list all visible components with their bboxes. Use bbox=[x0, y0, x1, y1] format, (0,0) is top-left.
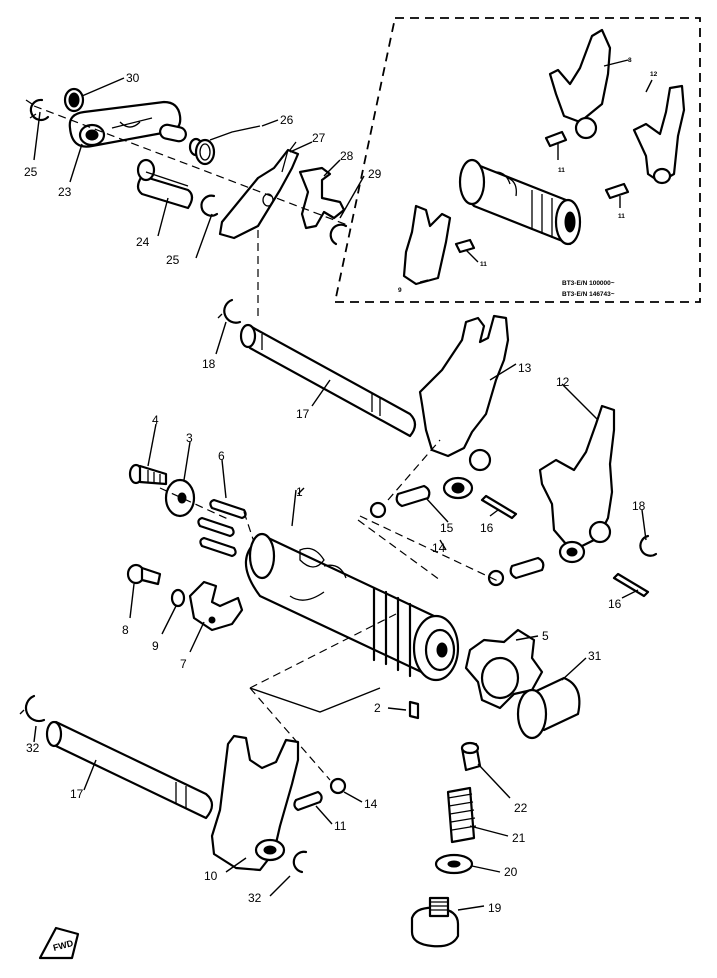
cotter-pin-16-lower bbox=[612, 572, 650, 598]
shift-lever-27 bbox=[218, 148, 300, 240]
stopper-lever-28 bbox=[298, 166, 346, 230]
callout-4: 4 bbox=[152, 413, 159, 427]
shift-fork-10 bbox=[210, 734, 300, 872]
inset-shift-drum bbox=[458, 158, 582, 246]
callout-16a: 16 bbox=[480, 521, 494, 535]
callout-15: 15 bbox=[440, 521, 454, 535]
shift-fork-12 bbox=[538, 404, 616, 548]
inset-alternate-parts: 8 12 11 11 11 9 BT3-E/N 100000~ BT3-E/N … bbox=[333, 17, 701, 303]
callout-20: 20 bbox=[504, 865, 518, 879]
pin-6-c bbox=[199, 536, 237, 558]
callout-29: 29 bbox=[368, 167, 382, 181]
callout-8: 8 bbox=[122, 623, 129, 637]
callout-19: 19 bbox=[488, 901, 502, 915]
callout-25a: 25 bbox=[24, 165, 38, 179]
circlip-29 bbox=[329, 223, 348, 246]
pin-6-b bbox=[197, 516, 235, 538]
pin-6-a bbox=[209, 498, 247, 520]
inset-shift-fork-right bbox=[632, 84, 686, 184]
upper-fork-shaft-group bbox=[217, 298, 658, 598]
inset-dashed-border bbox=[333, 17, 701, 303]
callout-18b: 18 bbox=[632, 499, 646, 513]
guide-pin-15-b bbox=[509, 556, 545, 580]
inset-callout-11: 11 bbox=[558, 167, 565, 174]
callout-21: 21 bbox=[512, 831, 526, 845]
callout-27: 27 bbox=[312, 131, 326, 145]
circlip-18-upper bbox=[223, 298, 242, 324]
callout-14b: 14 bbox=[364, 797, 378, 811]
leader-lines bbox=[33, 77, 647, 911]
collar-24 bbox=[136, 158, 194, 210]
screw-4 bbox=[128, 463, 168, 486]
inset-note-line-1: BT3-E/N 100000~ bbox=[562, 280, 615, 287]
callout-14a: 14 bbox=[432, 541, 446, 555]
cotter-pin-16-upper bbox=[480, 494, 518, 520]
callout-7: 7 bbox=[180, 657, 187, 671]
callout-24: 24 bbox=[136, 235, 150, 249]
callout-28: 28 bbox=[340, 149, 354, 163]
inset-shift-fork-upper bbox=[548, 28, 612, 124]
callout-31: 31 bbox=[588, 649, 602, 663]
callout-25b: 25 bbox=[166, 253, 180, 267]
roller-14-a bbox=[369, 501, 387, 519]
callout-16b: 16 bbox=[608, 597, 622, 611]
callout-9: 9 bbox=[152, 639, 159, 653]
callout-12: 12 bbox=[556, 375, 570, 389]
callout-10: 10 bbox=[204, 869, 218, 883]
fork-shaft-17-upper bbox=[239, 323, 417, 438]
callout-30: 30 bbox=[126, 71, 140, 85]
lower-fork-shaft-group bbox=[19, 613, 397, 874]
screw-8 bbox=[126, 563, 162, 586]
roller-14-lower bbox=[329, 777, 347, 795]
detent-stack bbox=[410, 741, 482, 948]
callout-17a: 17 bbox=[296, 407, 310, 421]
stopper-plate-7 bbox=[188, 580, 244, 632]
inset-callout-11b: 11 bbox=[618, 213, 625, 220]
inset-shift-fork-lower bbox=[402, 204, 452, 286]
callout-18a: 18 bbox=[202, 357, 216, 371]
callout-23: 23 bbox=[58, 185, 72, 199]
callout-1: 1 bbox=[296, 485, 303, 499]
inset-note-line-2: BT3-E/N 146743~ bbox=[562, 291, 615, 298]
shift-shaft-assembly bbox=[25, 87, 351, 320]
fork-shaft-17-lower bbox=[48, 720, 214, 820]
guide-pin-11 bbox=[293, 790, 323, 812]
roller-14-b bbox=[487, 569, 505, 587]
callout-2: 2 bbox=[374, 701, 381, 715]
callout-32b: 32 bbox=[248, 891, 262, 905]
callout-3: 3 bbox=[186, 431, 193, 445]
circlip-32-right bbox=[292, 850, 308, 874]
torsion-spring-26 bbox=[194, 125, 261, 166]
callout-26: 26 bbox=[280, 113, 294, 127]
inset-callout-9: 9 bbox=[398, 287, 402, 294]
callout-5: 5 bbox=[542, 629, 549, 643]
circlip-25-lower bbox=[200, 194, 219, 217]
inset-callout-12: 12 bbox=[650, 71, 658, 78]
drum-end-parts bbox=[408, 628, 581, 740]
callout-22: 22 bbox=[514, 801, 528, 815]
inset-callout-8: 8 bbox=[628, 57, 632, 64]
callout-6: 6 bbox=[218, 449, 225, 463]
circlip-18-right bbox=[639, 534, 658, 557]
inset-callout-11c: 11 bbox=[480, 261, 487, 268]
detent-spring-21 bbox=[446, 786, 477, 844]
shift-drum-1 bbox=[244, 489, 460, 682]
circlip-32-left bbox=[24, 694, 46, 723]
callout-32a: 32 bbox=[26, 741, 40, 755]
shift-fork-13 bbox=[418, 314, 510, 458]
callout-11: 11 bbox=[334, 819, 347, 833]
drum-stopper-parts bbox=[126, 463, 257, 632]
callout-13: 13 bbox=[518, 361, 532, 375]
washer-9 bbox=[170, 588, 186, 608]
fwd-arrow-icon: FWD bbox=[38, 926, 80, 960]
callout-labels: 30 26 27 28 29 25 23 24 25 18 17 13 12 4… bbox=[24, 71, 646, 915]
callout-17b: 17 bbox=[70, 787, 84, 801]
pin-2 bbox=[408, 700, 420, 720]
guide-pin-15-a bbox=[395, 484, 431, 508]
plug-bolt-19 bbox=[410, 896, 460, 948]
